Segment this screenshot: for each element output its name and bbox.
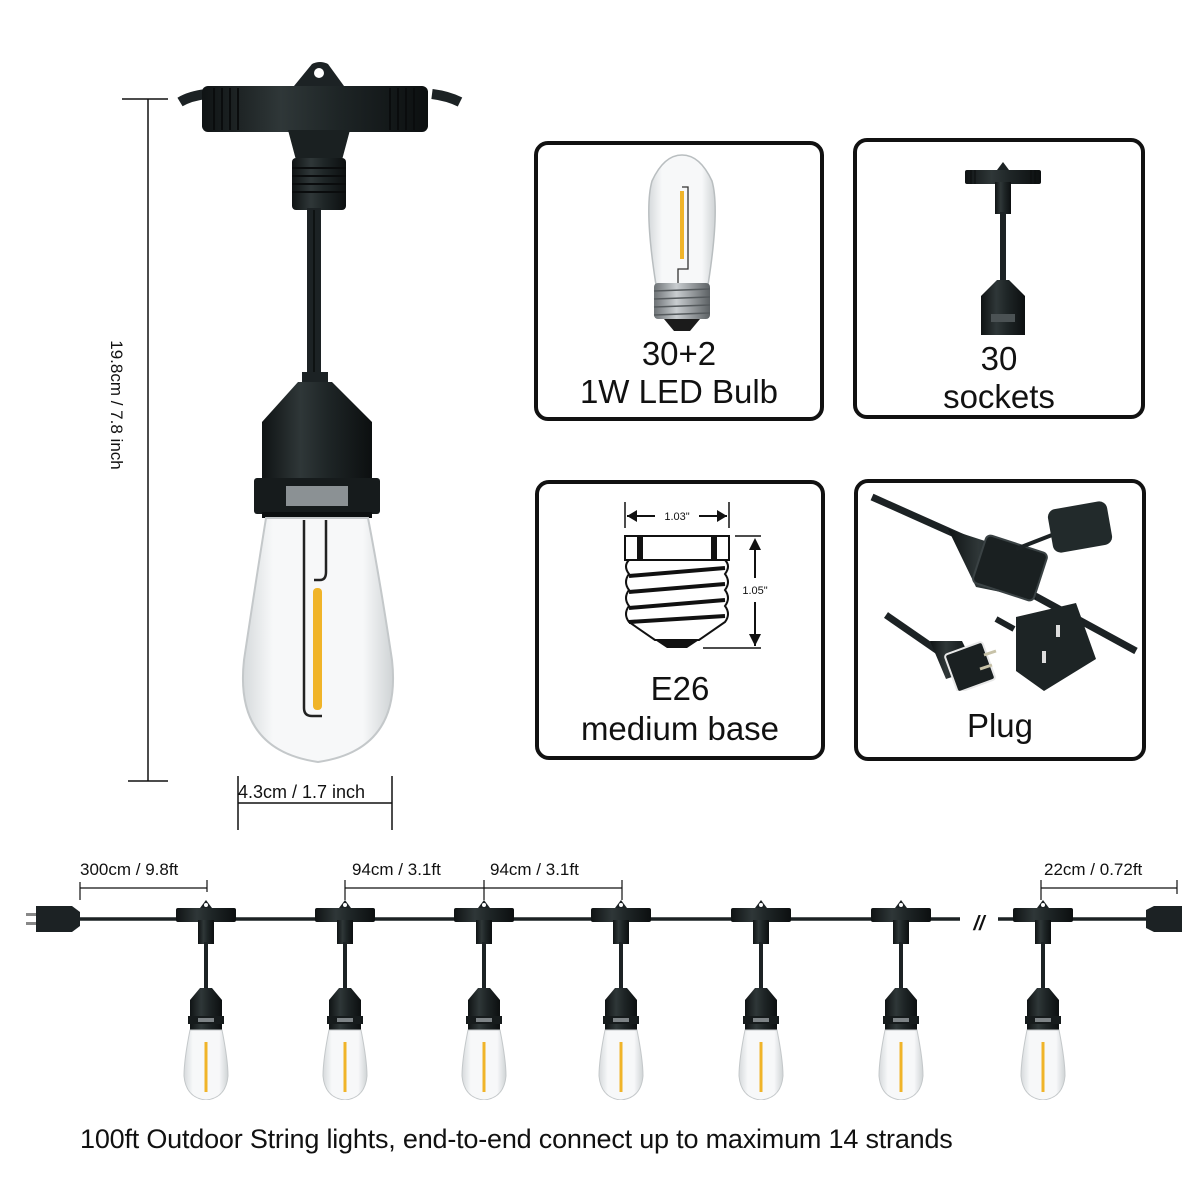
bulb-type: 1W LED Bulb bbox=[579, 373, 779, 410]
bulb-quantity: 30+2 bbox=[641, 335, 717, 372]
base-width-label: 1.03" bbox=[664, 511, 689, 523]
socket-icon bbox=[953, 160, 1053, 335]
card-plug: Plug bbox=[854, 479, 1146, 761]
e26-base-icon: 1.03" 1.05" bbox=[615, 498, 785, 658]
base-description: medium base bbox=[580, 710, 780, 747]
socket-quantity: 30 bbox=[980, 340, 1018, 377]
card-e26-base: 1.03" 1.05" E26 medium base bbox=[535, 480, 825, 760]
strand-bulb bbox=[175, 900, 237, 1100]
strand-bulb bbox=[1012, 900, 1074, 1100]
width-label: 4.3cm / 1.7 inch bbox=[238, 782, 366, 802]
strand-break-mark: // bbox=[972, 913, 987, 935]
base-type: E26 bbox=[650, 670, 710, 707]
spacing-dimension bbox=[344, 880, 624, 902]
hero-socket-bulb-illustration bbox=[170, 60, 470, 780]
strand-bulb bbox=[590, 900, 652, 1100]
lead-length-dimension bbox=[79, 880, 209, 902]
strand-bulb bbox=[453, 900, 515, 1100]
strand-bulb bbox=[314, 900, 376, 1100]
socket-label: sockets bbox=[943, 378, 1055, 415]
plug-icon bbox=[866, 491, 1138, 691]
base-height-label: 1.05" bbox=[742, 585, 767, 597]
lead-length-label: 300cm / 9.8ft bbox=[80, 860, 179, 879]
string-lights-strand-illustration: // bbox=[0, 900, 1200, 1100]
spacing-1-label: 94cm / 3.1ft bbox=[352, 860, 441, 879]
spacing-2-label: 94cm / 3.1ft bbox=[490, 860, 579, 879]
caption: 100ft Outdoor String lights, end-to-end … bbox=[80, 1124, 953, 1154]
strand-bulb bbox=[730, 900, 792, 1100]
strand-bulb bbox=[870, 900, 932, 1100]
width-dimension bbox=[236, 776, 396, 830]
card-led-bulb: 30+2 1W LED Bulb bbox=[534, 141, 824, 421]
tail-length-label: 22cm / 0.72ft bbox=[1044, 860, 1143, 879]
height-dimension bbox=[120, 98, 170, 782]
led-bulb-icon bbox=[608, 149, 758, 339]
height-label: 19.8cm / 7.8 inch bbox=[107, 340, 126, 470]
tail-length-dimension bbox=[1040, 880, 1180, 902]
card-sockets: 30 sockets bbox=[853, 138, 1145, 419]
plug-label: Plug bbox=[966, 707, 1034, 744]
